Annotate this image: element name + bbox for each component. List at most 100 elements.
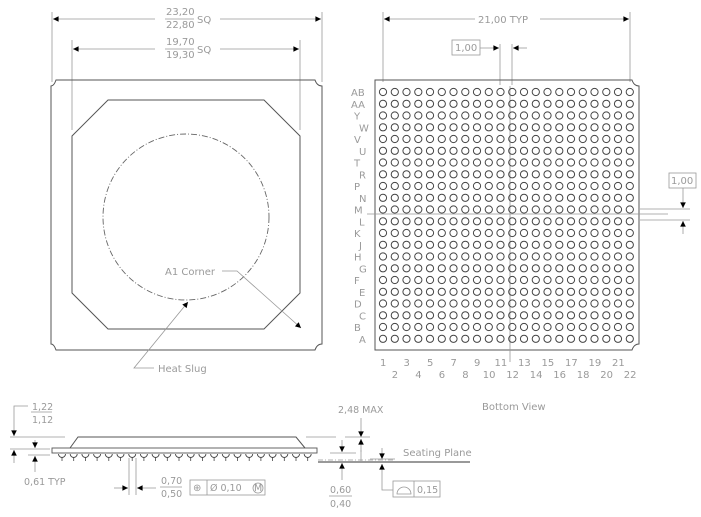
- side-solder-ball: [292, 453, 300, 458]
- solder-ball: [449, 158, 458, 167]
- solder-ball: [461, 146, 470, 155]
- solder-ball: [590, 322, 599, 332]
- solder-ball: [602, 158, 611, 167]
- solder-ball: [508, 240, 517, 249]
- ball-height-label: 0,61 TYP: [24, 477, 66, 488]
- solder-ball: [472, 240, 482, 249]
- solder-ball: [508, 87, 517, 97]
- solder-ball: [378, 252, 388, 261]
- solder-ball: [472, 205, 482, 214]
- solder-ball: [590, 146, 599, 155]
- bottom-package-outline: [374, 79, 640, 351]
- solder-ball: [613, 158, 623, 167]
- solder-ball: [402, 111, 411, 120]
- solder-ball: [519, 275, 529, 285]
- side-solder-ball: [151, 453, 160, 458]
- bottom-view: 21,00 TYP 1,00 ABAAYWVUTRPNMLKJHGFEDCBA …: [351, 12, 697, 413]
- solder-ball: [378, 87, 388, 97]
- solder-ball: [378, 240, 388, 249]
- side-solder-ball: [268, 453, 277, 458]
- solder-ball: [555, 87, 564, 97]
- solder-ball: [566, 252, 576, 261]
- top-view: 23,20 22,80 SQ 19,70 19,30 SQ A1 Corner …: [50, 7, 323, 375]
- solder-ball: [531, 299, 540, 308]
- solder-ball: [472, 193, 482, 202]
- solder-ball: [625, 158, 634, 167]
- solder-ball: [414, 123, 423, 132]
- solder-ball: [425, 170, 435, 179]
- ball-dia-top: 0,70: [161, 476, 182, 487]
- solder-ball: [449, 311, 458, 320]
- solder-ball: [578, 111, 587, 120]
- ball-span-label: 21,00 TYP: [478, 15, 528, 26]
- side-solder-ball: [116, 453, 125, 458]
- side-solder-ball: [303, 453, 312, 458]
- solder-ball: [461, 322, 470, 332]
- solder-ball: [578, 170, 587, 179]
- solder-ball: [625, 217, 634, 226]
- row-label: F: [354, 276, 360, 287]
- column-label: 4: [415, 370, 421, 381]
- solder-ball: [625, 134, 634, 144]
- solder-ball: [578, 228, 587, 238]
- package-body: [69, 436, 306, 449]
- solder-ball: [613, 287, 623, 296]
- solder-ball: [461, 158, 470, 167]
- solder-ball: [402, 181, 411, 191]
- solder-ball: [613, 240, 623, 249]
- solder-ball: [566, 146, 576, 155]
- solder-ball: [531, 123, 540, 132]
- solder-ball: [531, 311, 540, 320]
- solder-ball: [378, 181, 388, 191]
- solder-ball: [590, 299, 599, 308]
- solder-ball: [590, 193, 599, 202]
- solder-ball: [449, 275, 458, 285]
- solder-ball: [613, 275, 623, 285]
- column-label: 12: [506, 370, 519, 381]
- solder-ball: [555, 99, 564, 108]
- solder-ball: [484, 99, 493, 108]
- solder-ball: [578, 275, 587, 285]
- solder-ball: [531, 111, 540, 120]
- solder-ball: [508, 170, 517, 179]
- column-label: 2: [392, 370, 398, 381]
- solder-ball: [543, 134, 552, 144]
- side-solder-ball: [163, 453, 172, 458]
- a1-corner-label: A1 Corner: [165, 267, 216, 278]
- solder-ball: [508, 287, 517, 296]
- solder-ball: [555, 311, 564, 320]
- solder-ball: [472, 252, 482, 261]
- solder-ball: [590, 334, 599, 343]
- column-label: 13: [518, 358, 531, 369]
- solder-ball: [437, 275, 446, 285]
- solder-ball: [613, 181, 623, 191]
- substrate: [51, 447, 318, 454]
- solder-ball: [414, 146, 423, 155]
- solder-ball: [566, 181, 576, 191]
- solder-ball: [425, 299, 435, 308]
- solder-ball: [555, 193, 564, 202]
- solder-ball: [508, 99, 517, 108]
- solder-ball: [531, 228, 540, 238]
- solder-ball: [519, 146, 529, 155]
- column-label: 7: [451, 358, 457, 369]
- solder-ball: [590, 87, 599, 97]
- row-label: U: [359, 147, 366, 158]
- solder-ball: [602, 87, 611, 97]
- solder-ball: [425, 275, 435, 285]
- position-symbol: ⊕: [193, 483, 201, 494]
- solder-ball: [472, 123, 482, 132]
- solder-ball: [402, 275, 411, 285]
- solder-ball: [437, 334, 446, 343]
- solder-ball: [613, 217, 623, 226]
- solder-ball: [531, 181, 540, 191]
- solder-ball: [414, 181, 423, 191]
- solder-ball: [472, 287, 482, 296]
- solder-ball: [519, 334, 529, 343]
- solder-ball: [578, 205, 587, 214]
- solder-ball: [402, 87, 411, 97]
- solder-ball: [543, 170, 552, 179]
- solder-ball: [590, 158, 599, 167]
- solder-ball: [578, 322, 587, 332]
- solder-ball: [578, 311, 587, 320]
